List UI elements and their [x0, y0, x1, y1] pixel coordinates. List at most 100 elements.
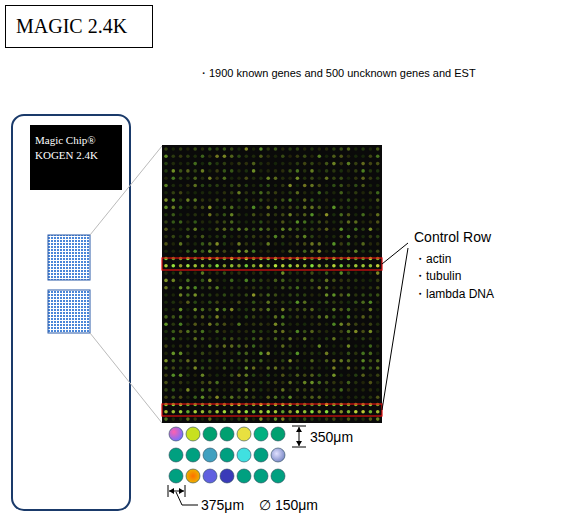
- array-spot: [172, 198, 176, 202]
- array-spot: [318, 352, 322, 356]
- array-spot: [296, 374, 300, 378]
- array-spot: [172, 155, 176, 159]
- spot-sample: [203, 427, 217, 441]
- array-spot: [201, 293, 205, 297]
- array-spot: [303, 308, 307, 312]
- array-spot: [354, 264, 358, 268]
- array-spot: [201, 417, 205, 421]
- array-spot: [245, 374, 249, 378]
- array-spot: [288, 184, 292, 188]
- array-spot: [259, 388, 263, 392]
- array-spot: [354, 155, 358, 159]
- array-spot: [274, 169, 278, 173]
- array-spot: [201, 374, 205, 378]
- array-spot: [325, 374, 329, 378]
- array-spot: [369, 381, 373, 385]
- array-spot: [164, 374, 168, 378]
- array-spot: [186, 271, 190, 275]
- array-spot: [186, 301, 190, 305]
- array-spot: [259, 359, 263, 363]
- dim-arrow: [296, 427, 302, 432]
- array-spot: [201, 388, 205, 392]
- array-spot: [223, 191, 227, 195]
- array-spot: [347, 301, 351, 305]
- array-spot: [230, 242, 234, 246]
- array-spot: [223, 388, 227, 392]
- array-spot: [186, 249, 190, 253]
- dimension-label: ∅ 150μm: [259, 497, 318, 513]
- array-spot: [259, 213, 263, 217]
- array-spot: [361, 388, 365, 392]
- array-spot: [354, 176, 358, 180]
- array-spot: [361, 264, 365, 268]
- dim-tick: [292, 426, 306, 427]
- array-spot: [172, 352, 176, 356]
- array-spot: [259, 293, 263, 297]
- array-spot: [296, 330, 300, 334]
- array-spot: [376, 374, 380, 378]
- array-spot: [215, 417, 219, 421]
- array-spot: [376, 264, 380, 268]
- array-spot: [281, 242, 285, 246]
- array-spot: [288, 147, 292, 151]
- array-spot: [281, 352, 285, 356]
- array-spot: [172, 344, 176, 348]
- array-spot: [310, 206, 314, 210]
- array-spot: [318, 330, 322, 334]
- array-spot: [259, 286, 263, 290]
- array-spot: [172, 213, 176, 217]
- spot-sample: [271, 448, 285, 462]
- array-spot: [230, 155, 234, 159]
- array-spot: [376, 366, 380, 370]
- array-spot: [332, 301, 336, 305]
- array-spot: [347, 410, 351, 414]
- array-spot: [325, 359, 329, 363]
- array-spot: [303, 322, 307, 326]
- array-spot: [325, 162, 329, 166]
- array-spot: [288, 322, 292, 326]
- array-spot: [354, 315, 358, 319]
- array-spot: [288, 220, 292, 224]
- array-spot: [281, 417, 285, 421]
- array-spot: [332, 279, 336, 283]
- array-spot: [303, 191, 307, 195]
- array-spot: [318, 264, 322, 268]
- array-spot: [347, 308, 351, 312]
- array-spot: [164, 388, 168, 392]
- array-spot: [215, 213, 219, 217]
- array-spot: [310, 366, 314, 370]
- array-spot: [347, 162, 351, 166]
- array-spot: [354, 417, 358, 421]
- array-spot: [186, 155, 190, 159]
- array-spots: [164, 147, 379, 421]
- leader-line: [176, 492, 198, 505]
- array-spot: [369, 279, 373, 283]
- array-spot: [223, 228, 227, 232]
- array-spot: [215, 388, 219, 392]
- array-spot: [193, 176, 197, 180]
- array-spot: [339, 359, 343, 363]
- array-spot: [325, 337, 329, 341]
- array-spot: [274, 176, 278, 180]
- array-spot: [274, 293, 278, 297]
- array-spot: [186, 242, 190, 246]
- array-spot: [296, 417, 300, 421]
- array-spot: [208, 344, 212, 348]
- array-spot: [252, 366, 256, 370]
- array-spot: [223, 366, 227, 370]
- array-spot: [274, 235, 278, 239]
- array-spot: [376, 417, 380, 421]
- array-spot: [347, 417, 351, 421]
- array-spot: [172, 330, 176, 334]
- array-spot: [274, 206, 278, 210]
- array-spot: [310, 162, 314, 166]
- array-spot: [303, 249, 307, 253]
- array-spot: [245, 381, 249, 385]
- array-spot: [208, 228, 212, 232]
- array-spot: [303, 264, 307, 268]
- array-spot: [230, 184, 234, 188]
- array-spot: [230, 366, 234, 370]
- array-spot: [230, 344, 234, 348]
- spot-sample: [237, 469, 251, 483]
- array-spot: [347, 344, 351, 348]
